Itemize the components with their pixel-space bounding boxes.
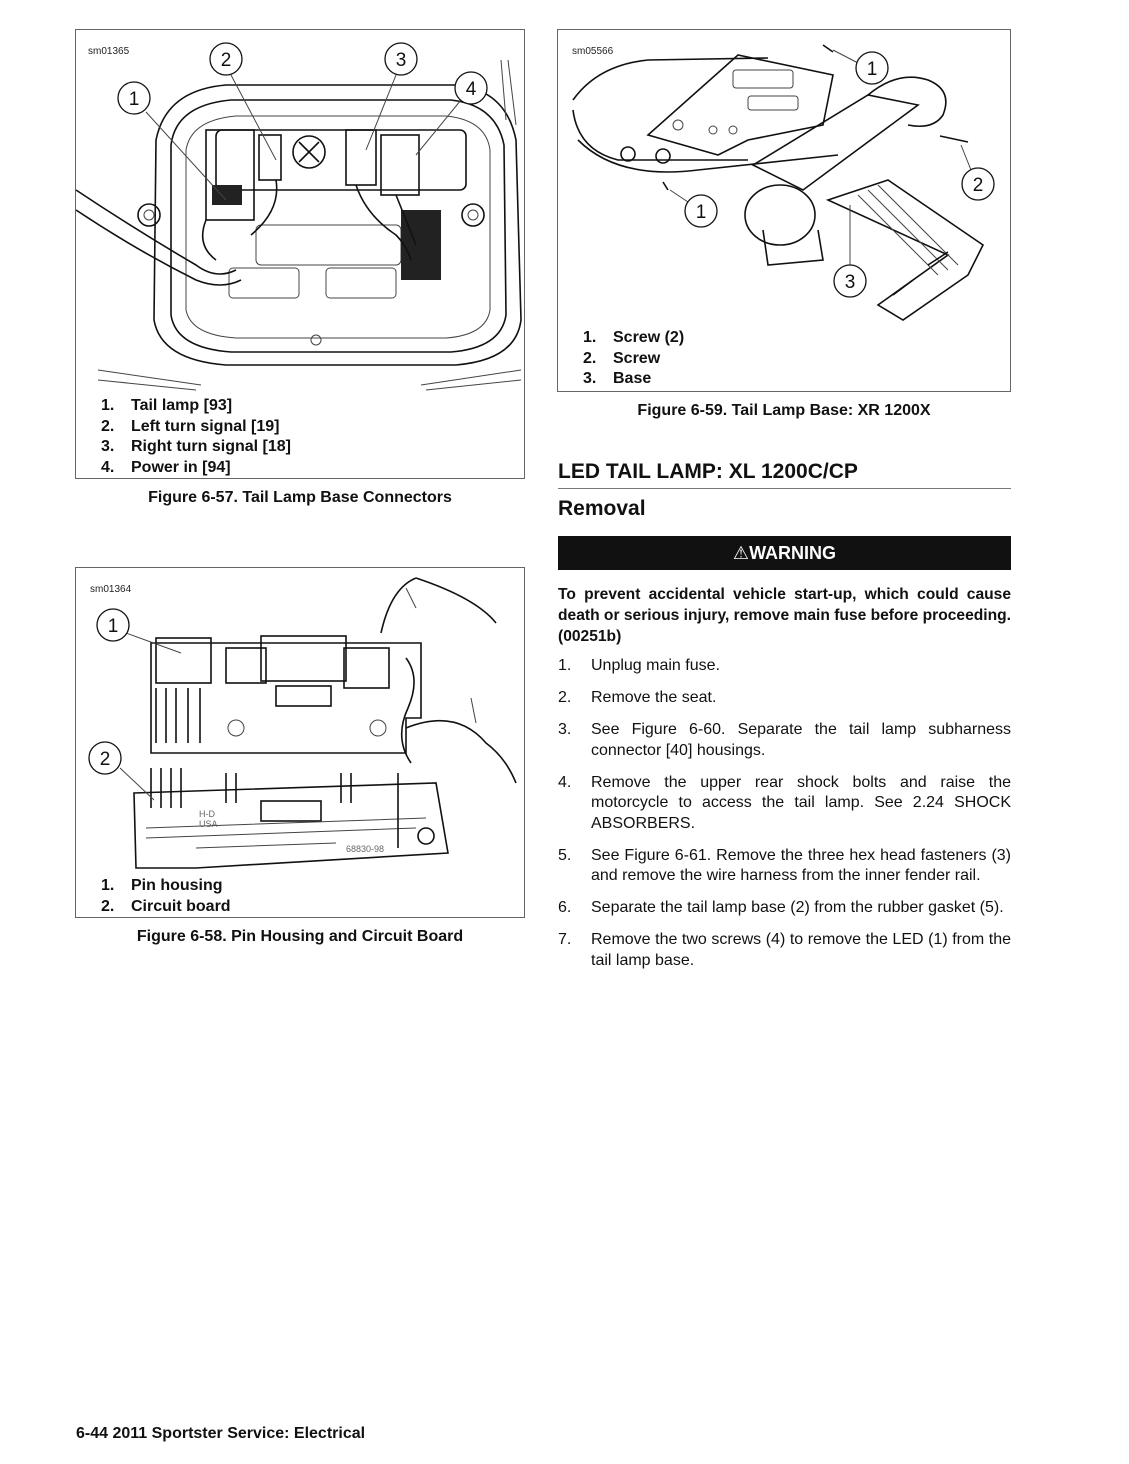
figure-id: sm05566 xyxy=(572,46,614,57)
step-item: 2.Remove the seat. xyxy=(558,689,717,706)
svg-text:2: 2 xyxy=(221,50,232,71)
figure-legend: 1.Screw (2) 2.Screw 3.Base xyxy=(583,328,684,390)
svg-text:1: 1 xyxy=(129,89,140,110)
figure-caption: Figure 6-57. Tail Lamp Base Connectors xyxy=(148,489,452,506)
legend-item: 1.Pin housing xyxy=(101,877,223,894)
figure-legend: 1.Tail lamp [93] 2.Left turn signal [19]… xyxy=(101,396,291,479)
callout-3: 3 xyxy=(833,264,867,298)
warning-label: WARNING xyxy=(749,543,837,563)
figure-6-59: sm05566 1 2 xyxy=(557,29,1011,392)
legend-item: 2.Circuit board xyxy=(101,897,231,915)
page-footer: 6-44 2011 Sportster Service: Electrical xyxy=(76,1425,366,1442)
legend-item: 1.Screw (2) xyxy=(583,329,685,346)
warning-banner: ⚠WARNING xyxy=(558,536,1011,570)
legend-item: 3.Right turn signal [18] xyxy=(101,438,291,456)
figure-caption: Figure 6-58. Pin Housing and Circuit Boa… xyxy=(136,928,464,945)
svg-text:4: 4 xyxy=(466,79,477,100)
callout-2: 2 xyxy=(961,167,995,201)
warning-icon: ⚠ xyxy=(732,543,750,563)
figure-6-57: sm01365 xyxy=(75,29,525,479)
step-item: 4.Remove the upper rear shock bolts and … xyxy=(558,773,1011,832)
figure-legend: 1.Pin housing 2.Circuit board xyxy=(101,876,231,917)
callout-1-bottom: 1 xyxy=(684,194,718,228)
subsection-title: Removal xyxy=(558,497,646,520)
figure-id: sm01364 xyxy=(90,584,132,595)
svg-text:1: 1 xyxy=(867,59,878,80)
svg-text:3: 3 xyxy=(845,272,856,293)
tail-lamp-base-connectors-illustration: 1 2 3 4 xyxy=(75,42,522,391)
legend-item: 4.Power in [94] xyxy=(101,459,231,477)
legend-item: 2.Left turn signal [19] xyxy=(101,417,280,435)
legend-item: 2.Screw xyxy=(583,349,661,367)
svg-text:1: 1 xyxy=(696,202,707,223)
legend-item: 1.Tail lamp [93] xyxy=(101,397,233,414)
callout-1: 1 xyxy=(117,81,151,115)
step-item: 7.Remove the two screws (4) to remove th… xyxy=(558,931,1011,969)
callout-2: 2 xyxy=(209,42,243,76)
figure-6-58: sm01364 1 2 H-D xyxy=(75,567,525,918)
step-item: 3.See Figure 6-60. Separate the tail lam… xyxy=(558,721,1011,759)
step-item: 5.See Figure 6-61. Remove the three hex … xyxy=(558,846,1011,885)
part-number: 68830-98 xyxy=(346,844,384,854)
section-rule xyxy=(558,488,1011,489)
tail-lamp-base-xr1200x-illustration: 1 2 1 3 xyxy=(572,44,995,321)
figure-caption: Figure 6-59. Tail Lamp Base: XR 1200X xyxy=(637,402,931,419)
warning-text: To prevent accidental vehicle start-up, … xyxy=(558,586,1011,645)
callout-4: 4 xyxy=(454,71,488,105)
callout-3: 3 xyxy=(384,42,418,76)
removal-steps: 1.Unplug main fuse. 2.Remove the seat. 3… xyxy=(558,656,1011,983)
legend-item: 3.Base xyxy=(583,370,652,388)
board-mark: H-D xyxy=(199,809,215,819)
step-item: 1.Unplug main fuse. xyxy=(558,657,720,674)
callout-1: 1 xyxy=(96,608,130,642)
svg-text:2: 2 xyxy=(100,749,111,770)
section-title: LED TAIL LAMP: XL 1200C/CP xyxy=(558,460,858,483)
svg-text:2: 2 xyxy=(973,175,984,196)
step-item: 6.Separate the tail lamp base (2) from t… xyxy=(558,899,1004,916)
callout-1-top: 1 xyxy=(855,51,889,85)
svg-text:1: 1 xyxy=(108,616,119,637)
svg-text:3: 3 xyxy=(396,50,407,71)
figure-id: sm01365 xyxy=(88,46,130,57)
pin-housing-circuit-board-illustration: 1 2 H-D USA 68830-98 xyxy=(88,577,517,869)
callout-2: 2 xyxy=(88,741,122,775)
board-mark: USA xyxy=(199,819,218,829)
